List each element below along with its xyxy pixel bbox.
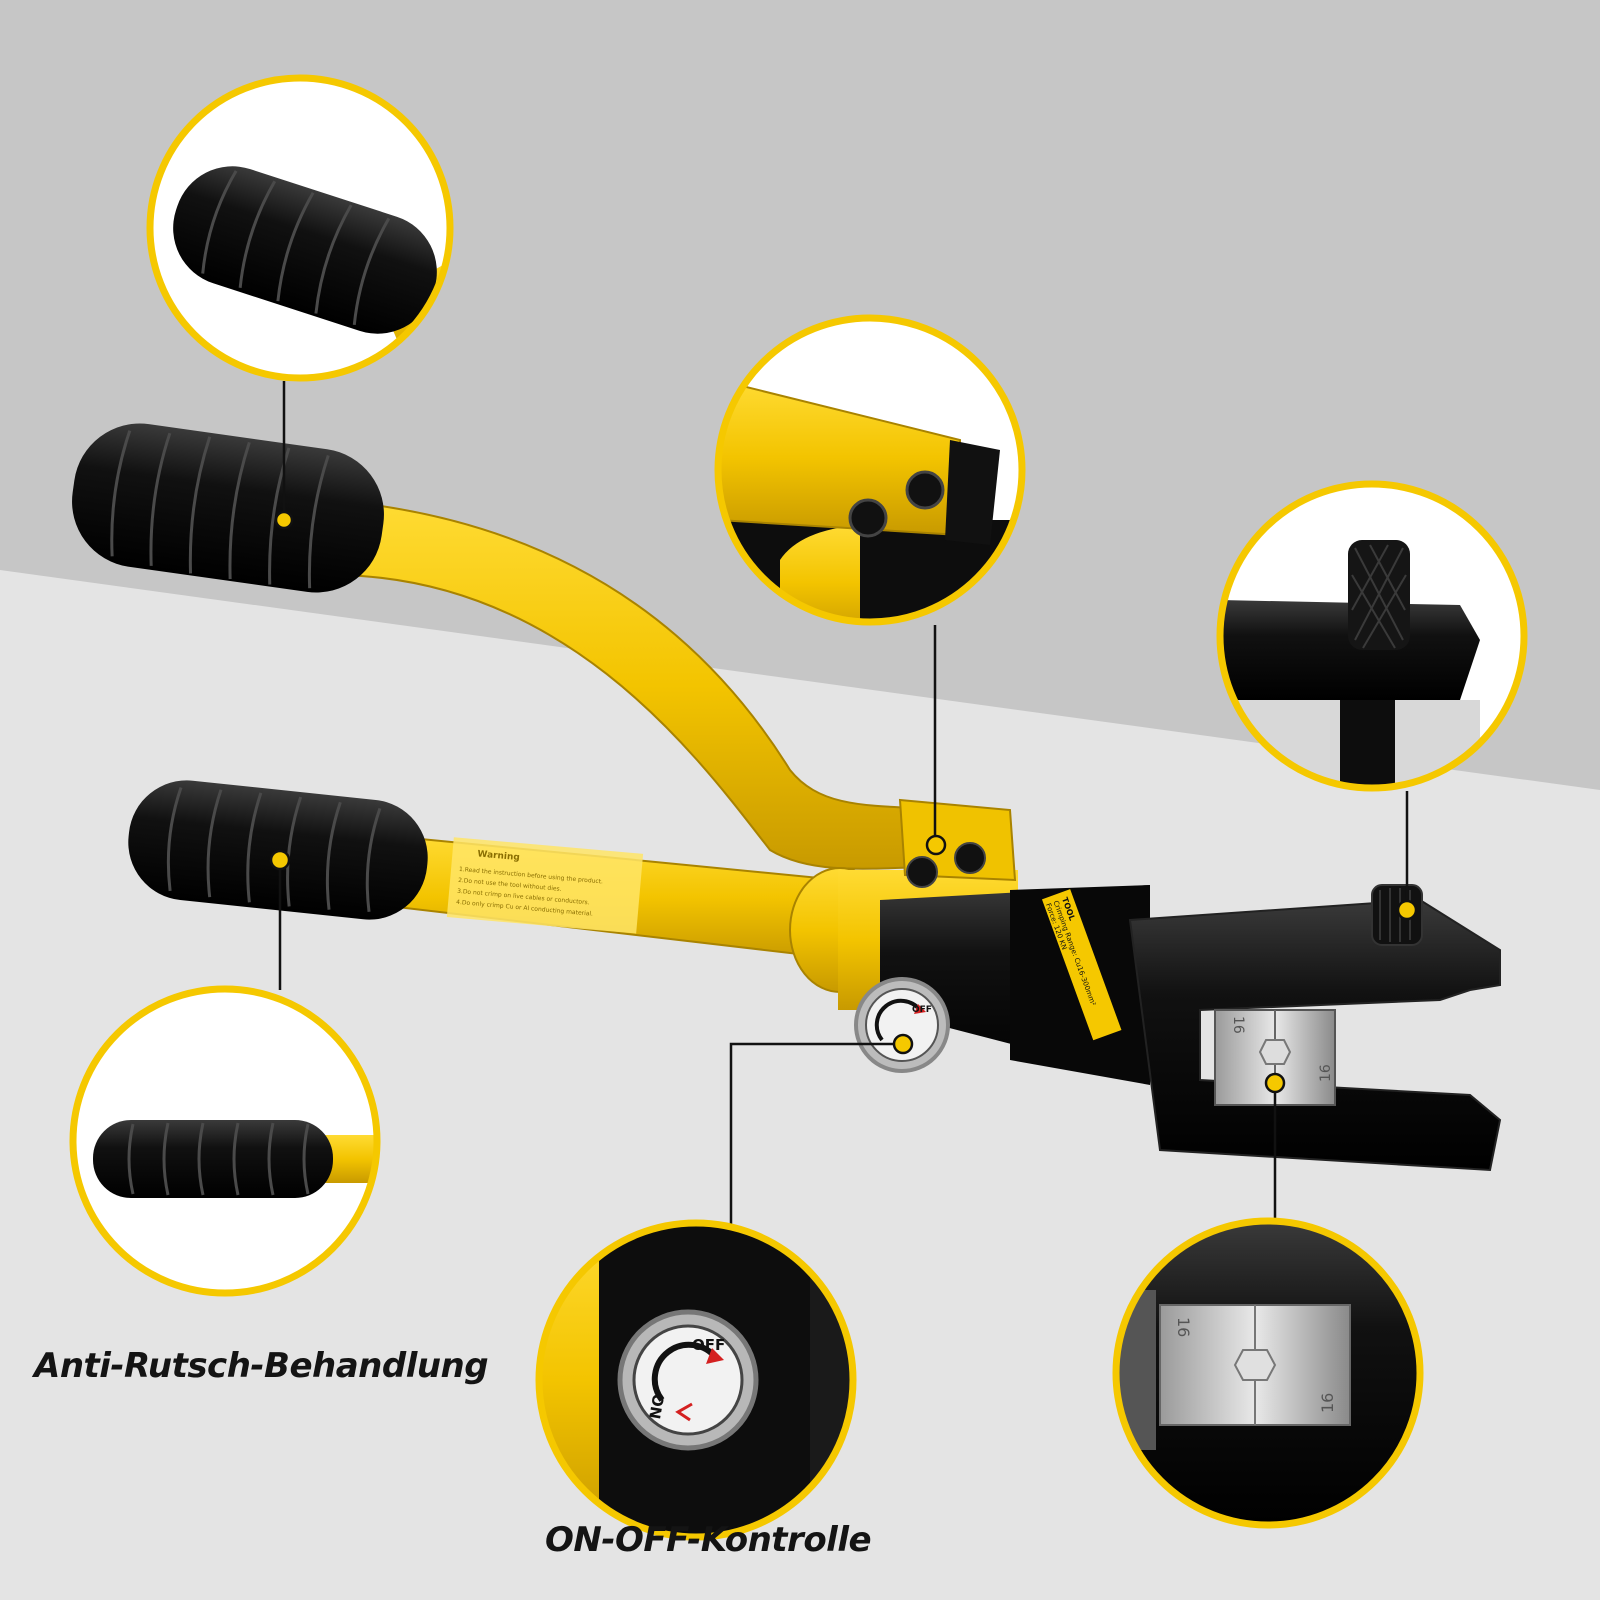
die-marking-bottom: 16 bbox=[1318, 1064, 1334, 1082]
callout-lines bbox=[278, 381, 1409, 1224]
detail-crimp-die: 16 16 bbox=[1112, 1217, 1424, 1529]
pivot-bolt-lower bbox=[906, 856, 938, 888]
die-marking-top: 16 bbox=[1230, 1016, 1246, 1034]
upper-grip bbox=[72, 423, 384, 593]
dial-off-text: OFF bbox=[912, 1005, 932, 1015]
valve-dial: OFF bbox=[854, 977, 950, 1073]
caption-on-off: ON-OFF-Kontrolle bbox=[545, 1520, 872, 1560]
die-detail-marking-top: 16 bbox=[1174, 1317, 1193, 1337]
dial-detail-off-text: OFF bbox=[692, 1336, 725, 1354]
callout-dots bbox=[269, 510, 1418, 1094]
dial-detail-on-text: ON bbox=[645, 1392, 667, 1420]
warning-title: Warning bbox=[477, 849, 520, 863]
detail-pivot-linkage bbox=[714, 314, 1026, 626]
detail-lower-grip bbox=[69, 985, 381, 1297]
warning-label: Warning 1.Read the instruction before us… bbox=[446, 837, 644, 934]
caption-anti-slip: Anti-Rutsch-Behandlung bbox=[34, 1346, 489, 1386]
detail-upper-grip bbox=[146, 74, 454, 382]
detail-on-off-dial: OFF ON bbox=[535, 1219, 857, 1541]
die-detail-marking-bottom: 16 bbox=[1318, 1393, 1337, 1413]
pivot-bolt-upper bbox=[954, 842, 986, 874]
